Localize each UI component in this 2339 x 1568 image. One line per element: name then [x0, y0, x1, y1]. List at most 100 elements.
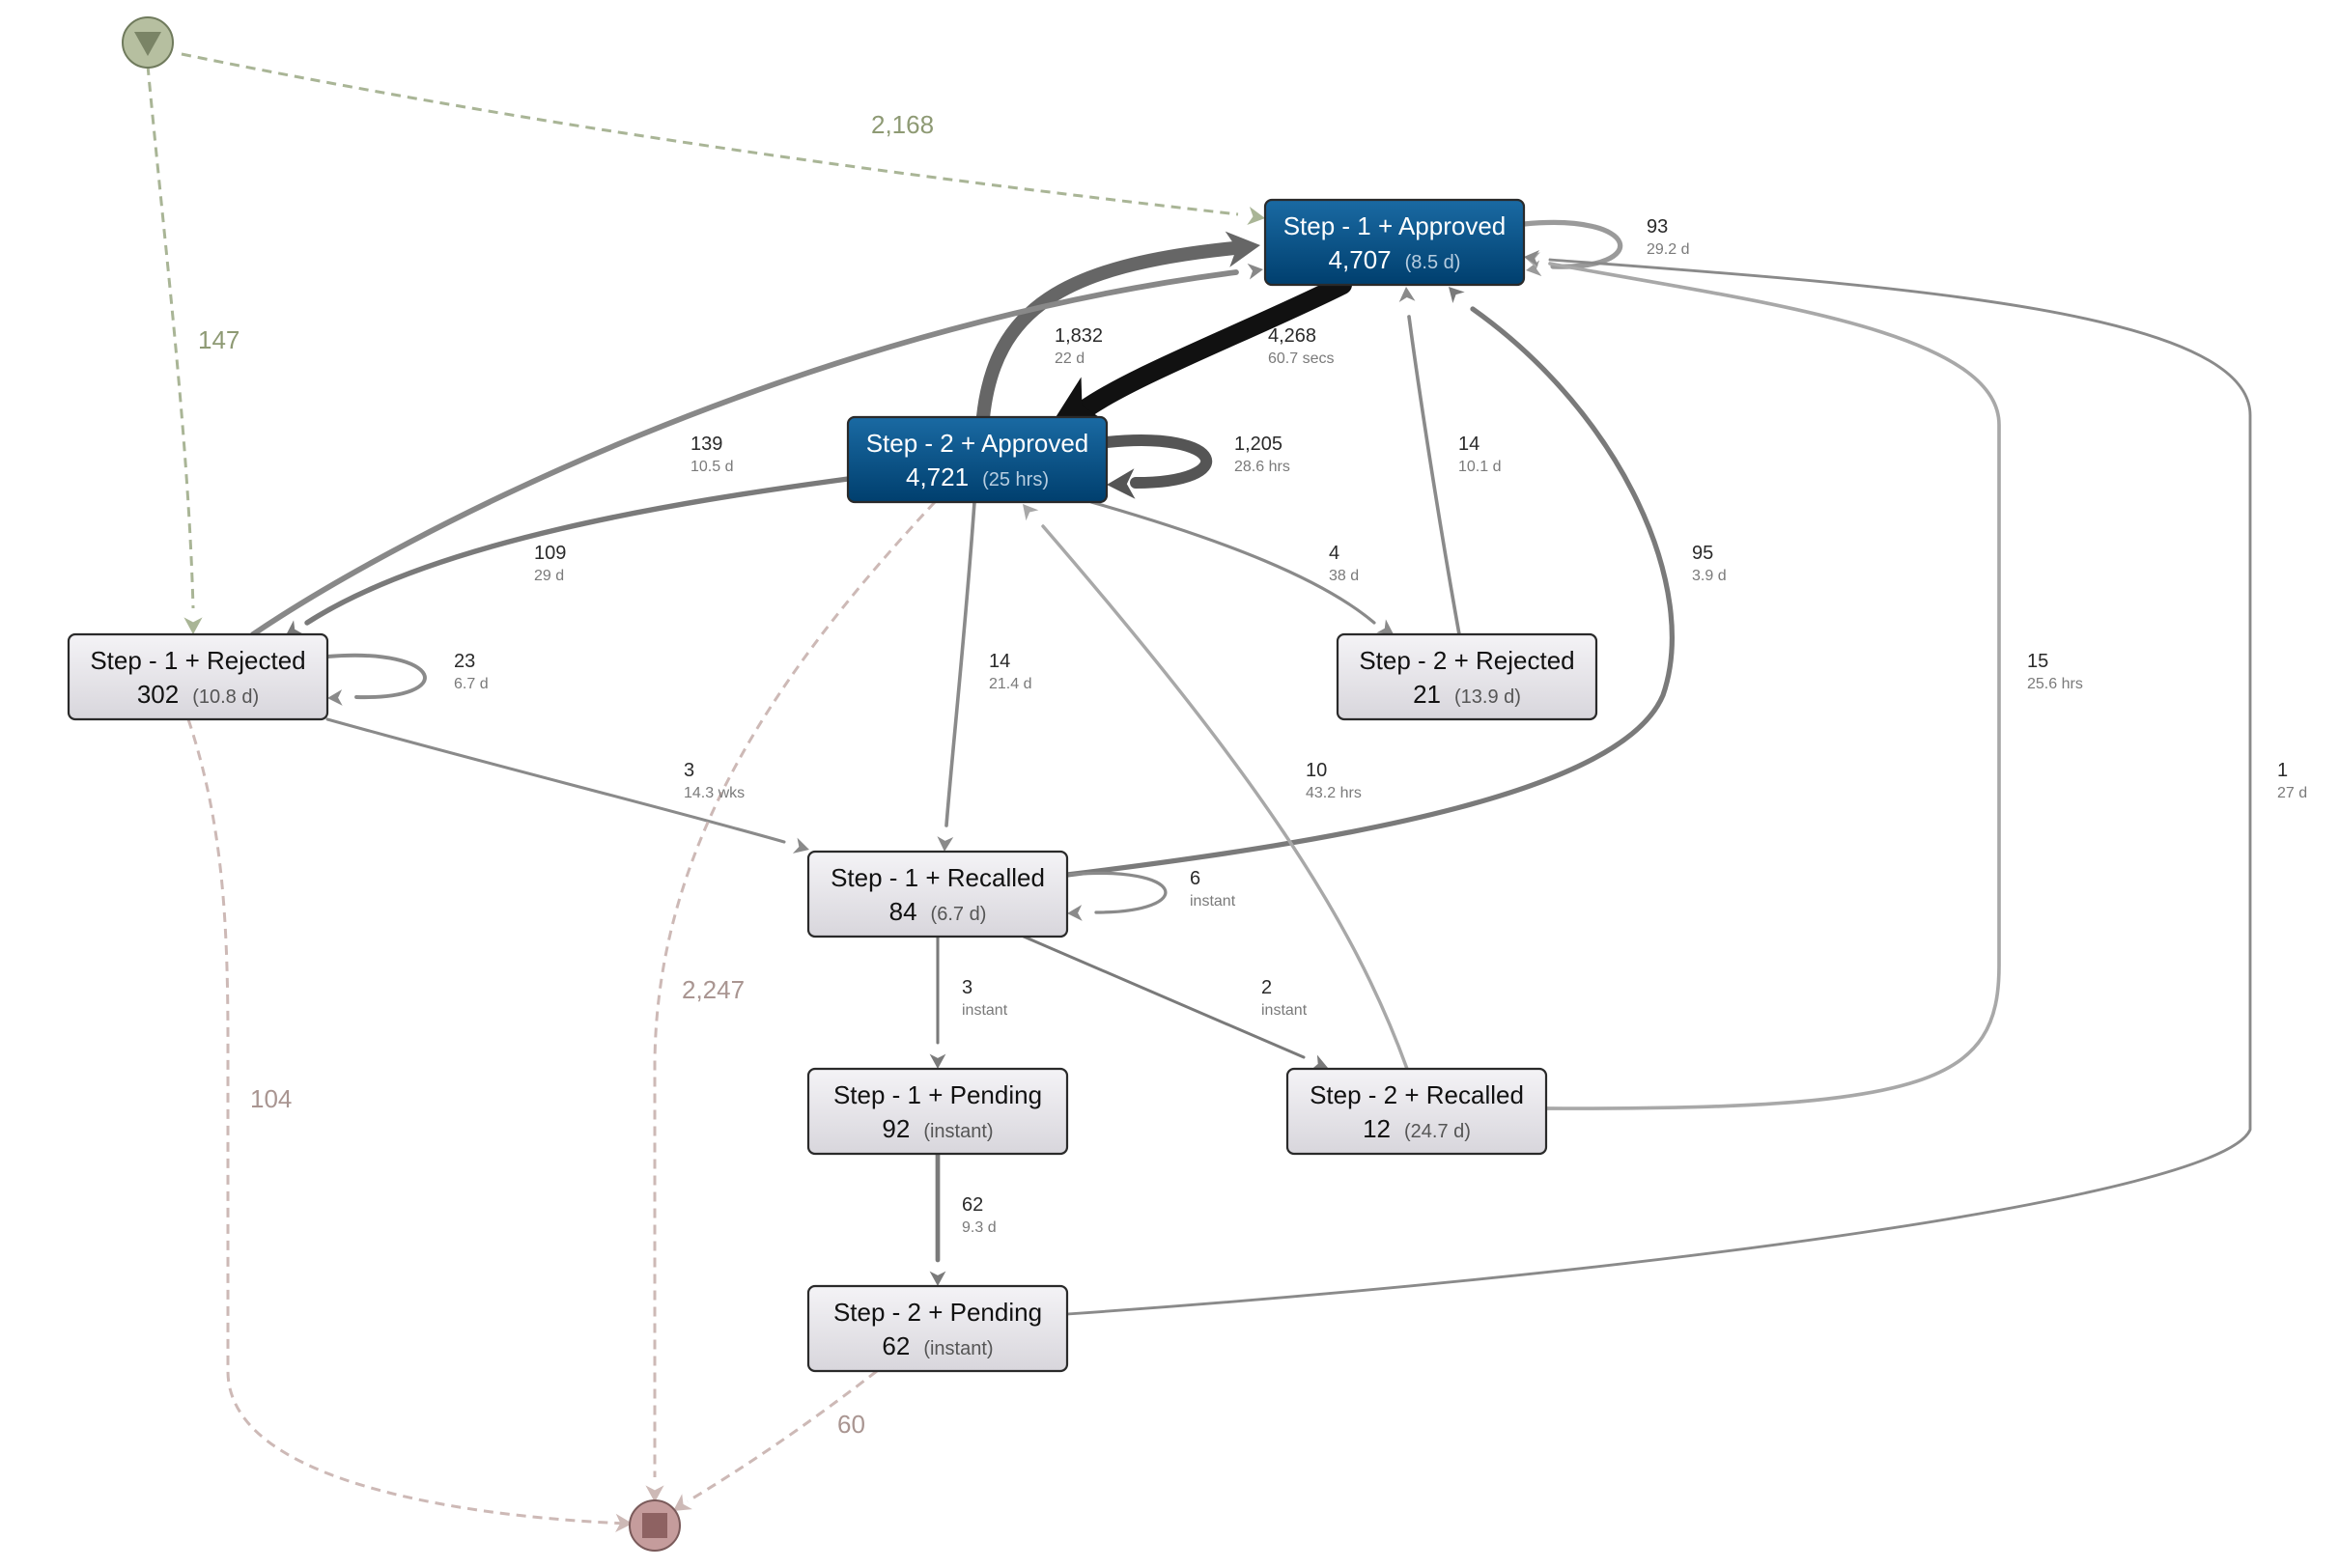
node-box[interactable]: [806, 1067, 1069, 1156]
edge-s1rc_s1p[interactable]: [929, 935, 946, 1069]
edge-s1rc_s2rc[interactable]: [1022, 935, 1331, 1076]
edge-line[interactable]: [1041, 524, 1409, 1071]
edge-s1r_s1rc[interactable]: [325, 717, 811, 857]
edge-line[interactable]: [1065, 258, 2252, 1316]
edge-s1p_s2p[interactable]: [929, 1151, 946, 1286]
edge-duration-label: 27 d: [2277, 785, 2307, 801]
start-edge-line[interactable]: [146, 65, 195, 609]
edge-line[interactable]: [250, 269, 1239, 637]
node-s1-recalled[interactable]: Step - 1 + Recalled 84(6.7 d): [806, 850, 1069, 938]
edge-line[interactable]: [1521, 219, 1623, 269]
edge-line[interactable]: [1101, 434, 1213, 489]
edge-arrowhead: [1524, 249, 1540, 266]
end-edge-count: 2,247: [682, 975, 745, 1004]
node-box[interactable]: [846, 415, 1109, 504]
edge-s2a_s1r[interactable]: [281, 476, 851, 642]
edge-count-label: 15: [2027, 651, 2048, 672]
edge-line[interactable]: [944, 500, 976, 827]
node-duration: (25 hrs): [982, 469, 1049, 490]
edge-line[interactable]: [1407, 315, 1461, 636]
node-duration: (6.7 d): [931, 904, 987, 925]
start-edge-s1_rejected[interactable]: [146, 65, 203, 634]
node-title: Step - 1 + Recalled: [831, 863, 1045, 892]
node-count: 92: [882, 1114, 910, 1143]
node-stats: 62(instant): [882, 1331, 993, 1360]
edge-count-label: 10: [1306, 760, 1327, 781]
start-edge-s1_approved[interactable]: [181, 52, 1266, 228]
edge-count-label: 95: [1692, 543, 1713, 564]
edge-line[interactable]: [1064, 306, 1675, 878]
end-edge-line[interactable]: [653, 500, 937, 1477]
edge-s1rc_loop[interactable]: [1065, 871, 1168, 921]
start-edge-count: 147: [198, 325, 240, 354]
edge-s1r_s1a[interactable]: [250, 262, 1264, 637]
start-triangle-icon[interactable]: [122, 16, 174, 69]
node-box[interactable]: [67, 632, 329, 721]
end-edge-s2_pending[interactable]: [668, 1369, 878, 1519]
edge-line[interactable]: [304, 476, 851, 626]
edge-s1a_s2a[interactable]: [1040, 275, 1352, 444]
edge-line[interactable]: [1074, 275, 1352, 420]
end-edge-line[interactable]: [186, 718, 629, 1526]
edge-s2a_s1a[interactable]: [975, 227, 1262, 425]
end-edge-s2_approved[interactable]: [645, 500, 937, 1502]
edge-duration-label: instant: [1261, 1002, 1308, 1019]
edge-count-label: 2: [1261, 977, 1272, 998]
edge-s2a_loop[interactable]: [1101, 434, 1213, 500]
edge-label-s2a_s2r: 438 d: [1329, 543, 1359, 584]
edge-s2a_s1rc[interactable]: [937, 500, 976, 852]
edge-s2p_s1a[interactable]: [1065, 249, 2252, 1316]
end-edge-line[interactable]: [687, 1369, 878, 1503]
node-box[interactable]: [1336, 632, 1598, 721]
edge-line[interactable]: [325, 717, 786, 844]
start-edge-line[interactable]: [181, 52, 1239, 216]
edge-line[interactable]: [975, 240, 1242, 425]
node-stats: 21(13.9 d): [1413, 680, 1521, 709]
end-square-icon[interactable]: [629, 1499, 681, 1552]
node-box[interactable]: [806, 850, 1069, 938]
edge-s1a_loop[interactable]: [1521, 219, 1623, 278]
node-stats: 12 (24.7 d): [1363, 1114, 1471, 1143]
start-edge-arrowhead: [183, 617, 203, 634]
node-stats: 84(6.7 d): [889, 897, 987, 926]
edge-line[interactable]: [1065, 871, 1168, 914]
edge-s2rc_s2a[interactable]: [1017, 499, 1409, 1071]
node-box[interactable]: [1263, 198, 1526, 287]
edge-arrowhead: [1449, 287, 1465, 303]
edge-line[interactable]: [1022, 935, 1306, 1059]
edge-duration-label: 29.2 d: [1647, 241, 1689, 258]
node-stats: 92 (instant): [882, 1114, 993, 1143]
node-duration: (instant): [923, 1121, 993, 1142]
node-duration: (24.7 d): [1404, 1121, 1471, 1142]
edge-duration-label: 38 d: [1329, 568, 1359, 584]
edge-line[interactable]: [1544, 262, 2001, 1110]
edge-duration-label: 22 d: [1055, 350, 1085, 367]
edge-line[interactable]: [1089, 500, 1376, 625]
edge-s2a_s2r[interactable]: [1089, 500, 1398, 641]
start-edge-arrowhead: [1247, 207, 1265, 226]
edge-count-label: 139: [690, 434, 722, 455]
end-edge-s1_rejected[interactable]: [186, 718, 633, 1533]
edge-duration-label: 14.3 wks: [684, 785, 745, 801]
node-box[interactable]: [1285, 1067, 1548, 1156]
edge-s2r_s1a[interactable]: [1398, 286, 1461, 636]
edge-s1rc_s1a[interactable]: [1064, 281, 1675, 878]
edge-s1r_loop[interactable]: [325, 653, 427, 707]
edge-label-s1r_s1rc: 314.3 wks: [684, 760, 745, 801]
node-count: 12: [1363, 1114, 1391, 1143]
edge-duration-label: 28.6 hrs: [1234, 459, 1290, 475]
edge-line[interactable]: [325, 653, 427, 699]
end-edge-arrowhead: [673, 1494, 692, 1511]
node-box[interactable]: [806, 1284, 1069, 1373]
